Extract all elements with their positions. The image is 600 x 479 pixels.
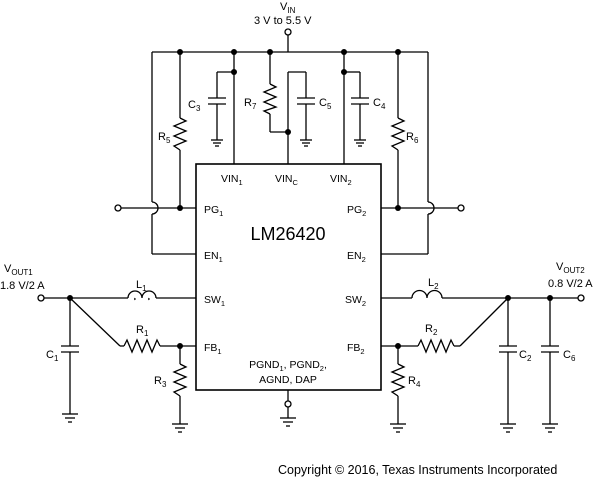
pin-en1: EN1 (204, 250, 223, 264)
inductor-l1 (127, 290, 157, 299)
c1-label: C1 (46, 349, 59, 363)
capacitor-c1 (61, 345, 79, 353)
vout2-label: VOUT2 (556, 261, 585, 275)
r3-label: R3 (154, 375, 167, 389)
ground-icon (354, 139, 366, 147)
vout1-terminal (37, 294, 45, 302)
ic-ground-terminal (284, 400, 292, 408)
inductors (127, 289, 443, 301)
ground-icon (280, 417, 296, 427)
capacitor-c6 (541, 345, 559, 353)
r6-label: R6 (406, 131, 419, 145)
vin-label: VIN (280, 1, 296, 15)
pin-agnd-dap: AGND, DAP (259, 374, 317, 386)
c6-label: C6 (563, 349, 576, 363)
inductor-l1-loops (134, 297, 150, 301)
inductor-l2 (411, 289, 443, 299)
capacitor-c4 (351, 97, 369, 105)
ic-body (195, 163, 382, 391)
resistor-r7 (262, 83, 278, 115)
vout1-label: VOUT1 (4, 263, 33, 277)
wires (44, 34, 578, 424)
pin-pg1: PG1 (204, 204, 223, 218)
ground-icon (172, 423, 188, 433)
pin-pg2: PG2 (347, 204, 366, 218)
c3-label: C3 (188, 99, 201, 113)
ground-icon (542, 423, 558, 433)
vout2-spec: 0.8 V/2 A (548, 278, 593, 290)
resistor-r4 (390, 363, 406, 397)
ic-part-name: LM26420 (250, 224, 325, 244)
pin-pgnd: PGND1, PGND2, (249, 359, 327, 373)
ground-symbols (62, 139, 558, 433)
terminals (37, 28, 585, 408)
c4-label: C4 (373, 97, 386, 111)
ground-icon (500, 423, 516, 433)
resistors (123, 83, 455, 397)
ground-icon (211, 139, 223, 147)
pin-sw1: SW1 (204, 294, 225, 308)
pin-vinc: VINC (275, 173, 299, 187)
capacitors (61, 97, 559, 353)
resistor-r1 (123, 338, 161, 354)
copyright-note: Copyright © 2016, Texas Instruments Inco… (278, 463, 557, 477)
capacitor-c5 (297, 97, 315, 105)
r5-label: R5 (158, 131, 171, 145)
pin-fb1: FB1 (204, 342, 222, 356)
vout2-terminal (577, 294, 585, 302)
r1-label: R1 (136, 324, 149, 338)
vin-terminal (284, 28, 292, 36)
capacitor-c2 (499, 345, 517, 353)
c2-label: C2 (519, 349, 532, 363)
ground-icon (390, 423, 406, 433)
c5-label: C5 (319, 97, 332, 111)
vout1-spec: 1.8 V/2 A (0, 280, 45, 292)
l2-label: L2 (428, 277, 439, 291)
pg2-terminal (457, 204, 465, 212)
pin-fb2: FB2 (347, 342, 365, 356)
junction-dots (67, 49, 553, 349)
r7-label: R7 (244, 97, 257, 111)
resistor-r2 (417, 338, 455, 354)
ground-icon (300, 139, 312, 147)
pin-vin1: VIN1 (221, 173, 243, 187)
pin-vin2: VIN2 (330, 173, 352, 187)
pg1-terminal (114, 204, 122, 212)
pin-en2: EN2 (347, 250, 366, 264)
r4-label: R4 (408, 375, 421, 389)
r2-label: R2 (425, 323, 438, 337)
ground-icon (62, 413, 78, 423)
capacitor-c3 (208, 97, 226, 105)
resistor-r3 (172, 363, 188, 397)
resistor-r6 (390, 117, 406, 151)
pin-sw2: SW2 (345, 294, 366, 308)
vin-range: 3 V to 5.5 V (254, 15, 312, 27)
resistor-r5 (172, 117, 188, 151)
l1-label: L1 (136, 279, 147, 293)
